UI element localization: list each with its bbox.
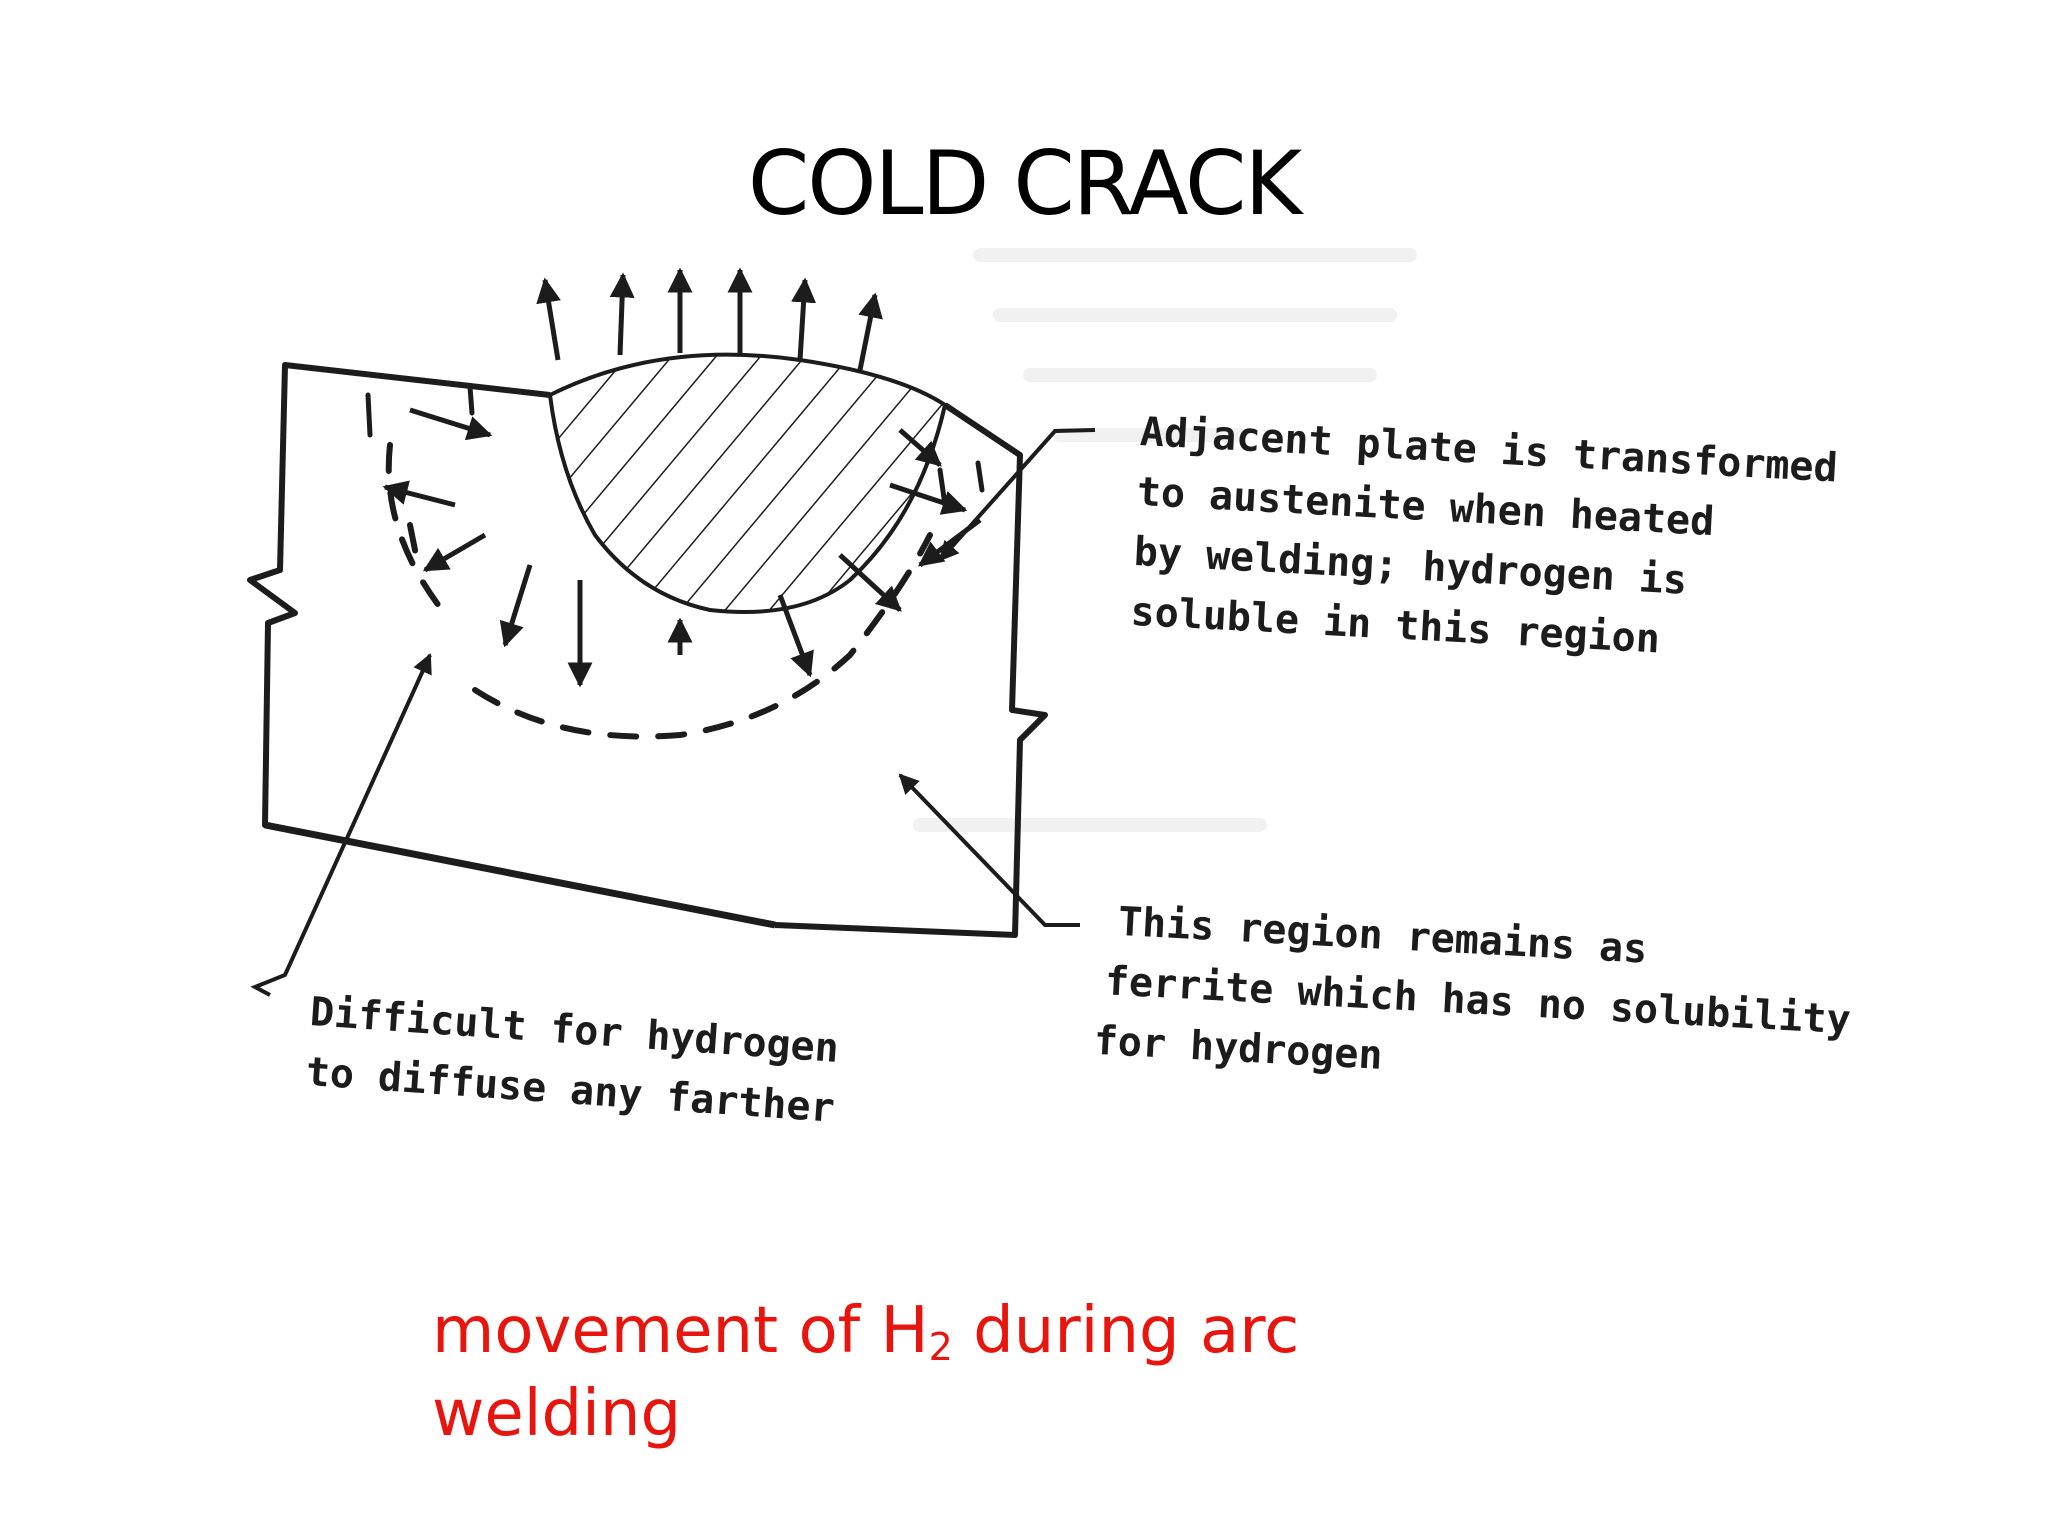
weld-bead — [547, 352, 948, 614]
caption-text-end: during arc welding — [432, 1294, 1300, 1452]
caption-text-start: movement of H — [432, 1294, 929, 1368]
base-plate — [247, 362, 1048, 938]
leader-lines — [250, 428, 1096, 997]
slide-title: COLD CRACK — [747, 132, 1302, 235]
slide-caption: movement of H2 during arc welding — [432, 1290, 1532, 1456]
label-ferrite-line-1: This region remains as — [1117, 899, 1648, 973]
hydrogen-escape-arrows — [536, 267, 883, 371]
caption-subscript: 2 — [928, 1325, 953, 1369]
label-austenite-line-4: soluble in this region — [1130, 589, 1661, 663]
faint-background-text — [913, 248, 1417, 832]
label-ferrite-line-3: for hydrogen — [1093, 1018, 1384, 1079]
weld-hydrogen-diagram: Adjacent plate is transformed to austeni… — [247, 248, 1852, 1132]
